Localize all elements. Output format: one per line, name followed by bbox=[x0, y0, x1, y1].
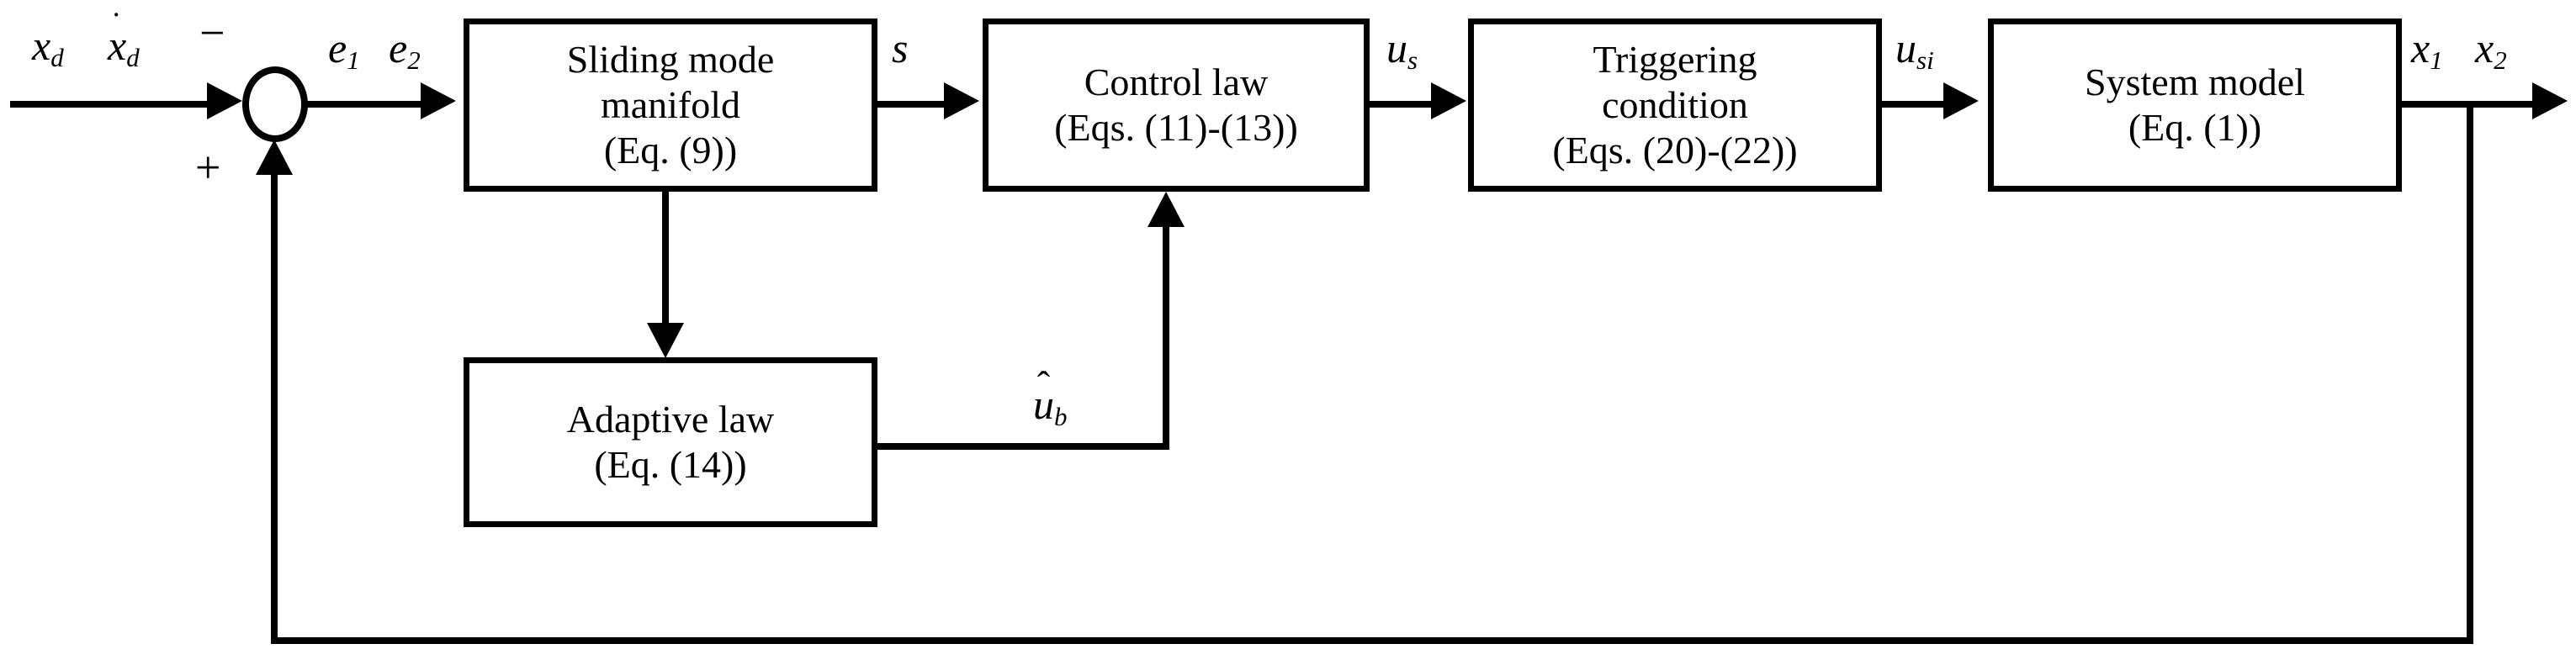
label-state-x2: x2 bbox=[2475, 24, 2507, 76]
label-error-e1: e1 bbox=[328, 24, 360, 76]
label-reference-xdot-d-dot: ˙ bbox=[110, 5, 122, 43]
block-sliding-mode-manifold-line-3: (Eq. (9)) bbox=[603, 129, 738, 172]
label-reference-xdot-d: ˙xd bbox=[108, 5, 140, 73]
adaptive-estimate-wire-vertical bbox=[1163, 227, 1169, 446]
label-reference-xd-sub: d bbox=[50, 43, 64, 73]
label-state-x1-base: x bbox=[2411, 24, 2430, 71]
block-adaptive-law-line-2: (Eq. (14)) bbox=[594, 443, 747, 486]
label-state-x2-sub: 2 bbox=[2494, 45, 2507, 76]
label-state-x1-sub: 1 bbox=[2430, 45, 2443, 76]
label-error-e2-base: e bbox=[389, 24, 408, 71]
block-system-model-line-2: (Eq. (1)) bbox=[2128, 106, 2262, 149]
label-error-e2: e2 bbox=[389, 24, 421, 76]
label-adaptive-estimate-ub: ̂ub bbox=[1033, 380, 1068, 432]
sliding-surface-wire bbox=[877, 101, 948, 108]
label-control-output-us-sub: s bbox=[1407, 45, 1418, 76]
label-triggered-output-usi-sub: si bbox=[1916, 45, 1934, 76]
input-reference-wire bbox=[10, 101, 214, 108]
label-state-x1: x1 bbox=[2411, 24, 2443, 76]
error-signal-wire bbox=[305, 101, 424, 108]
triggered-output-wire bbox=[1882, 101, 1949, 108]
label-triggered-output-usi: usi bbox=[1895, 24, 1934, 76]
system-output-arrowhead bbox=[2532, 82, 2568, 119]
block-triggering-condition-line-1: Triggering bbox=[1593, 37, 1757, 81]
summing-junction-positive-sign: + bbox=[195, 142, 221, 193]
label-reference-xdot-d-sub: d bbox=[126, 43, 140, 73]
adaptive-estimate-arrowhead bbox=[1148, 192, 1185, 227]
summing-junction-negative-sign: − bbox=[199, 8, 225, 58]
input-reference-arrowhead bbox=[207, 82, 242, 119]
block-control-law-line-1: Control law bbox=[1084, 60, 1269, 103]
label-reference-xdot-d-base: x bbox=[108, 22, 127, 69]
label-reference-xd-base: x bbox=[32, 22, 51, 69]
feedback-wire-right-vertical bbox=[2467, 101, 2473, 644]
label-state-x2-base: x bbox=[2475, 24, 2494, 71]
sliding-to-adaptive-wire bbox=[662, 192, 669, 326]
label-adaptive-estimate-ub-sub: b bbox=[1054, 402, 1068, 432]
block-triggering-condition-line-2: condition bbox=[1602, 82, 1748, 126]
block-system-model-line-1: System model bbox=[2085, 60, 2305, 103]
sliding-to-adaptive-arrowhead bbox=[647, 323, 684, 358]
label-control-output-us-base: u bbox=[1386, 24, 1407, 71]
sliding-surface-arrowhead bbox=[944, 82, 979, 119]
block-adaptive-law-line-1: Adaptive law bbox=[566, 397, 775, 441]
block-sliding-mode-manifold-line-1: Sliding mode bbox=[566, 37, 775, 81]
triggered-output-arrowhead bbox=[1943, 82, 1979, 119]
label-control-output-us: us bbox=[1386, 24, 1418, 76]
label-adaptive-estimate-ub-accented: ̂u bbox=[1033, 380, 1054, 429]
control-output-arrowhead bbox=[1431, 82, 1466, 119]
error-signal-arrowhead bbox=[421, 82, 456, 119]
label-reference-xdot-d-accented: ˙x bbox=[108, 5, 127, 70]
control-output-wire bbox=[1370, 101, 1437, 108]
feedback-wire-left-vertical bbox=[271, 173, 278, 641]
block-triggering-condition[interactable]: Triggering condition (Eqs. (20)-(22)) bbox=[1468, 18, 1882, 192]
block-sliding-mode-manifold-line-2: manifold bbox=[600, 82, 741, 126]
feedback-arrowhead bbox=[256, 140, 293, 175]
label-triggered-output-usi-base: u bbox=[1895, 24, 1916, 71]
label-error-e1-sub: 1 bbox=[347, 45, 360, 76]
label-error-e2-sub: 2 bbox=[407, 45, 421, 76]
block-control-law-line-2: (Eqs. (11)-(13)) bbox=[1054, 106, 1298, 149]
summing-junction bbox=[242, 66, 308, 142]
label-sliding-surface-s: s bbox=[892, 24, 909, 71]
block-system-model[interactable]: System model (Eq. (1)) bbox=[1988, 18, 2402, 192]
label-reference-xd: xd bbox=[32, 21, 64, 73]
block-control-law[interactable]: Control law (Eqs. (11)-(13)) bbox=[983, 18, 1370, 192]
label-adaptive-estimate-ub-base: u bbox=[1033, 381, 1054, 428]
block-sliding-mode-manifold[interactable]: Sliding mode manifold (Eq. (9)) bbox=[464, 18, 877, 192]
adaptive-estimate-wire-horizontal bbox=[875, 443, 1169, 450]
block-adaptive-law[interactable]: Adaptive law (Eq. (14)) bbox=[464, 357, 877, 527]
label-error-e1-base: e bbox=[328, 24, 347, 71]
block-triggering-condition-line-3: (Eqs. (20)-(22)) bbox=[1552, 129, 1798, 172]
feedback-wire-bottom-horizontal bbox=[271, 637, 2473, 644]
